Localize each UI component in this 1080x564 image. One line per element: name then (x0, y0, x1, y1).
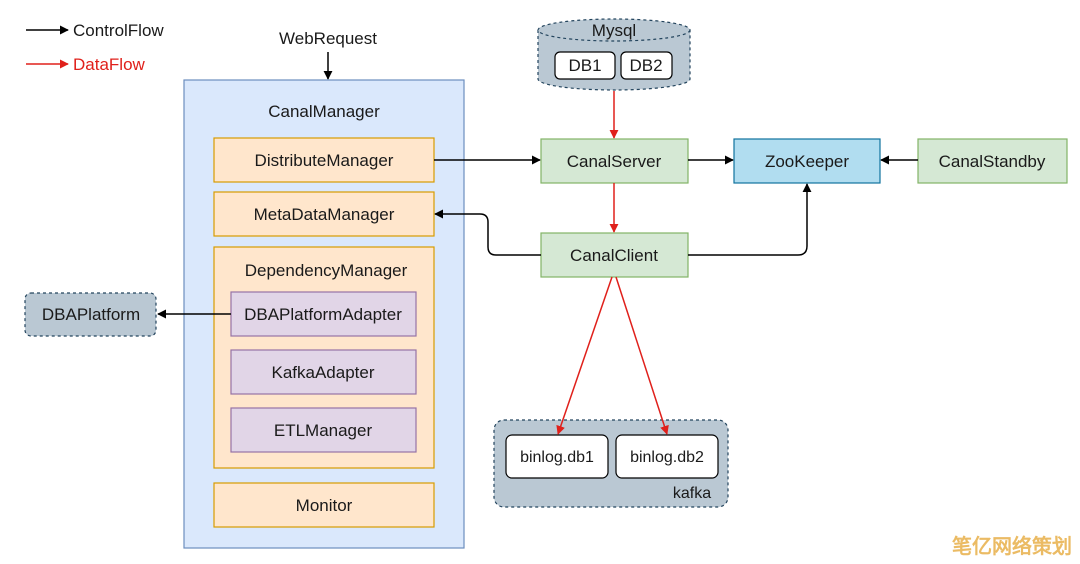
metadata-manager-box (213, 191, 435, 237)
legend: ControlFlow DataFlow (26, 21, 164, 74)
canal-client-to-metadata-arrow (434, 209, 541, 256)
metadata-manager-label: MetaDataManager (254, 205, 395, 224)
canal-client-to-zookeeper-arrow (688, 183, 812, 256)
kafka-adapter-box (230, 349, 417, 395)
canal-client-box (540, 232, 689, 278)
canal-server-label: CanalServer (567, 152, 662, 171)
canal-manager: CanalManager DistributeManager MetaDataM… (183, 79, 465, 549)
zookeeper-box (733, 138, 881, 184)
data-flow-legend-label: DataFlow (73, 55, 146, 74)
canal-server-box (540, 138, 689, 184)
monitor-label: Monitor (296, 496, 353, 515)
distribute-manager-label: DistributeManager (255, 151, 394, 170)
etl-manager-box (230, 407, 417, 453)
mysql-cylinder-top (537, 18, 691, 42)
binlog-db1-label: binlog.db1 (520, 449, 594, 466)
kafka-title: kafka (673, 485, 711, 502)
db1-box (554, 51, 616, 80)
etl-manager-label: ETLManager (274, 421, 373, 440)
mysql-title: Mysql (592, 21, 636, 40)
db2-box (620, 51, 673, 80)
mysql-database: Mysql DB1 DB2 (537, 18, 691, 91)
monitor-box (213, 482, 435, 528)
db1-label: DB1 (568, 56, 601, 75)
canal-client-label: CanalClient (570, 246, 658, 265)
binlog-db2-box (615, 434, 719, 479)
dba-platform-box (24, 292, 157, 337)
control-flow-legend-label: ControlFlow (73, 21, 164, 40)
watermark-logo: 笔亿网络策划 (952, 534, 1072, 558)
canal-client-to-binlog-db1-arrow (556, 276, 613, 435)
kafka-adapter-label: KafkaAdapter (271, 363, 374, 382)
dba-platform-label: DBAPlatform (42, 305, 140, 324)
dependency-manager-title: DependencyManager (245, 261, 408, 280)
kafka-cluster: binlog.db1 binlog.db2 kafka (493, 419, 729, 508)
dba-platform-adapter-label: DBAPlatformAdapter (244, 305, 402, 324)
canal-manager-title: CanalManager (268, 102, 380, 121)
canal-standby-label: CanalStandby (939, 152, 1046, 171)
db2-label: DB2 (629, 56, 662, 75)
binlog-db1-box (505, 434, 609, 479)
zookeeper-label: ZooKeeper (765, 152, 849, 171)
binlog-db2-label: binlog.db2 (630, 449, 704, 466)
web-request-label: WebRequest (279, 29, 377, 48)
canal-client-to-binlog-db2-arrow (615, 276, 669, 435)
canal-standby-box (917, 138, 1068, 184)
